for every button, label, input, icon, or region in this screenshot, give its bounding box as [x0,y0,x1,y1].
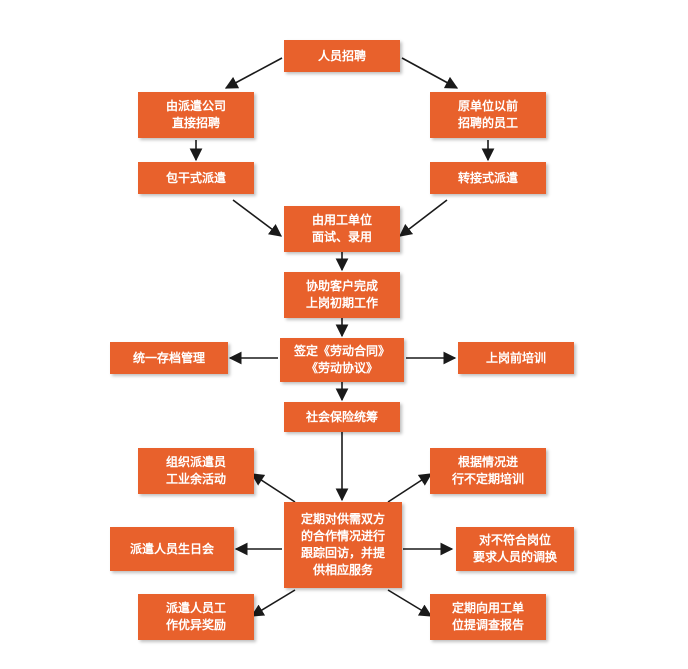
node-pre-job-training: 上岗前培训 [458,342,574,374]
node-irregular-training: 根据情况进 行不定期培训 [430,448,546,494]
node-contract-dispatch: 包干式派遣 [138,162,254,194]
arrow-contract-dispatch-to-interview [232,199,283,237]
node-recruit: 人员招聘 [284,40,400,72]
arrow-followup-to-awards [250,589,296,617]
node-excellence-awards: 派遣人员工 作优异奖励 [138,594,254,640]
node-transfer-dispatch: 转接式派遣 [430,162,546,194]
node-social-insurance: 社会保险统筹 [284,402,400,432]
node-leisure-activities: 组织派遣员 工业余活动 [138,448,254,494]
arrow-followup-to-leisure [250,473,296,503]
arrow-recruit-to-former-staff [401,57,459,89]
node-survey-report: 定期向用工单 位提调查报告 [430,594,546,640]
node-adjust-unfit: 对不符合岗位 要求人员的调换 [456,527,574,571]
arrow-followup-to-survey [387,589,433,617]
node-sign-contracts: 签定《劳动合同》 《劳动协议》 [280,338,404,382]
node-employer-interview: 由用工单位 面试、录用 [284,206,400,252]
node-regular-followup: 定期对供需双方 的合作情况进行 跟踪回访，并提 供相应服务 [284,502,402,588]
arrow-followup-to-irregular-training [387,473,433,503]
node-assist-onboarding: 协助客户完成 上岗初期工作 [284,272,400,318]
node-archive-management: 统一存档管理 [110,342,228,374]
node-birthday-party: 派遣人员生日会 [110,527,234,571]
arrow-transfer-dispatch-to-interview [398,199,448,237]
arrow-recruit-to-agency-direct [224,57,283,89]
node-agency-direct: 由派遣公司 直接招聘 [138,92,254,138]
node-former-staff: 原单位以前 招聘的员工 [430,92,546,138]
